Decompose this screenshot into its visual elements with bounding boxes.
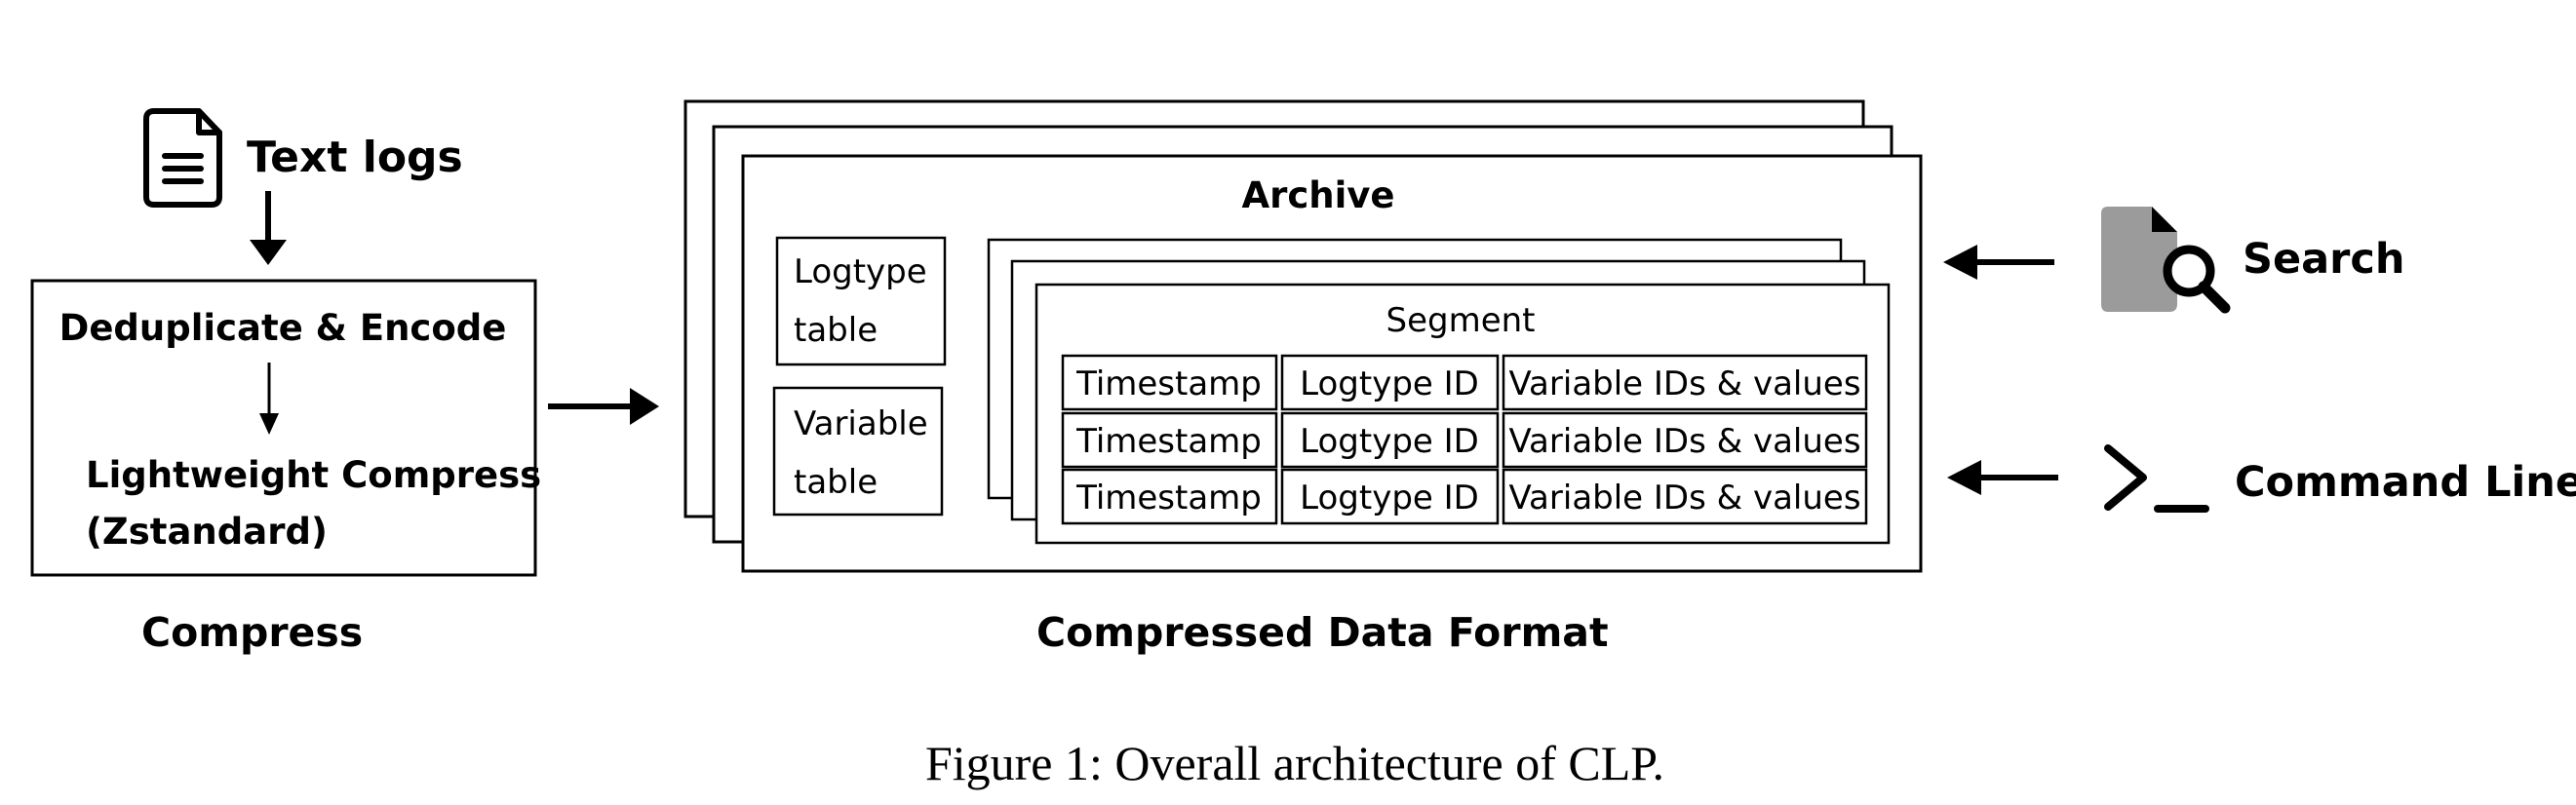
command-line-entry: Command Line — [1947, 444, 2576, 513]
logtype-id-text: Logtype ID — [1300, 479, 1479, 518]
figure-caption: Figure 1: Overall architecture of CLP. — [925, 736, 1664, 790]
variable-ids-text: Variable IDs & values — [1508, 479, 1860, 518]
archive-stack: Archive Logtype table Variable table Seg… — [683, 99, 1923, 656]
timestamp-text: Timestamp — [1075, 364, 1262, 403]
variable-table-box — [772, 386, 944, 517]
timestamp-text: Timestamp — [1075, 422, 1262, 461]
command-line-label: Command Line — [2235, 458, 2576, 507]
variable-ids-text: Variable IDs & values — [1508, 364, 1860, 403]
variable-ids-cell — [1502, 468, 1868, 525]
timestamp-cell — [1061, 411, 1278, 469]
logtype-table-box — [775, 236, 947, 366]
logtype-id-text: Logtype ID — [1300, 422, 1479, 461]
timestamp-cell — [1061, 468, 1278, 525]
deduplicate-encode-step: Deduplicate & Encode — [59, 307, 507, 349]
down-arrow-icon — [250, 191, 287, 265]
logtype-table-label: Logtype — [794, 252, 927, 291]
timestamp-cell — [1061, 354, 1278, 411]
text-logs-label: Text logs — [247, 133, 463, 182]
logtype-id-cell — [1280, 354, 1500, 411]
variable-table-label-2: table — [794, 463, 878, 502]
variable-table-label: Variable — [794, 404, 928, 443]
compress-stage: Deduplicate & Encode Lightweight Compres… — [30, 279, 541, 656]
variable-ids-cell — [1502, 354, 1868, 411]
document-icon — [143, 108, 222, 208]
document-search-icon — [2101, 207, 2231, 314]
segment-row: Timestamp Logtype ID Variable IDs & valu… — [1061, 468, 1868, 525]
text-logs-input: Text logs — [143, 108, 463, 265]
left-arrow-icon — [1947, 460, 2058, 495]
right-arrow-icon — [548, 388, 659, 425]
variable-ids-text: Variable IDs & values — [1508, 422, 1860, 461]
step-arrow-icon — [259, 363, 279, 435]
logtype-id-cell — [1280, 411, 1500, 469]
compressed-data-format-caption: Compressed Data Format — [1036, 609, 1609, 656]
compress-box — [30, 279, 537, 577]
segment-title: Segment — [1386, 301, 1536, 340]
logtype-id-cell — [1280, 468, 1500, 525]
logtype-table-label-2: table — [794, 311, 878, 350]
archive-title: Archive — [1241, 174, 1394, 216]
zstandard-label: (Zstandard) — [86, 511, 328, 553]
search-label: Search — [2243, 235, 2404, 284]
timestamp-text: Timestamp — [1075, 479, 1262, 518]
terminal-prompt-icon — [2104, 444, 2209, 513]
segment-row: Timestamp Logtype ID Variable IDs & valu… — [1061, 354, 1868, 411]
compress-caption: Compress — [141, 609, 363, 656]
search-entry: Search — [1943, 207, 2404, 314]
left-arrow-icon — [1943, 245, 2054, 280]
lightweight-compress-step: Lightweight Compress — [86, 454, 541, 496]
segment-row: Timestamp Logtype ID Variable IDs & valu… — [1061, 411, 1868, 469]
logtype-id-text: Logtype ID — [1300, 364, 1479, 403]
variable-ids-cell — [1502, 411, 1868, 469]
segment-stack: Segment Timestamp Logtype ID Variable ID… — [987, 238, 1891, 545]
